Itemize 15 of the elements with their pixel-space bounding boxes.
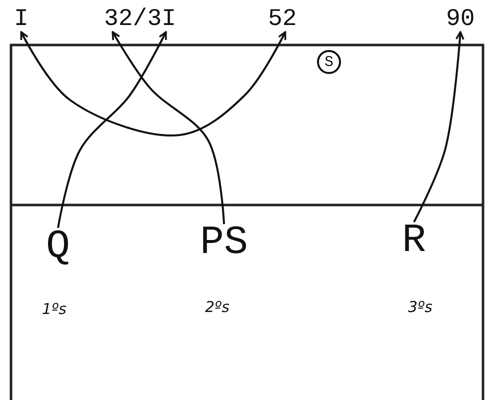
handwritten-label: 52 xyxy=(268,8,297,32)
handwritten-label: 32/3I xyxy=(104,8,176,32)
circled-letter: S xyxy=(317,50,341,74)
curved-arrow xyxy=(57,31,167,228)
handwritten-label: Q xyxy=(46,228,70,268)
curved-arrow xyxy=(112,31,225,224)
note-text: 2ºs xyxy=(205,298,230,316)
curved-arrow xyxy=(20,31,286,136)
handwritten-label: 90 xyxy=(446,8,475,32)
handwritten-label: I xyxy=(14,8,28,32)
handwritten-label: PS xyxy=(200,224,248,264)
note-text: 3ºs xyxy=(408,298,432,316)
curved-arrow xyxy=(413,31,464,222)
note-text: 1ºs xyxy=(42,300,66,318)
handwritten-label: R xyxy=(402,222,426,262)
